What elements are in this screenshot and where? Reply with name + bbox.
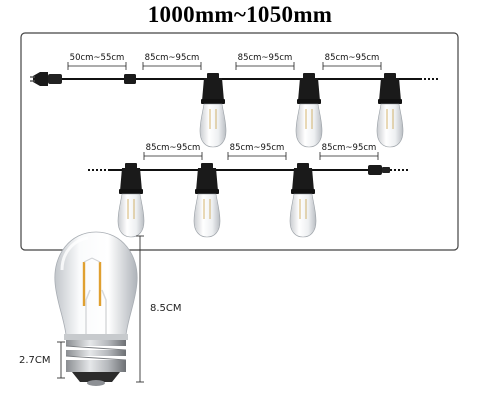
dim-row1-a: [142, 62, 202, 70]
dim-row1-c: [322, 62, 382, 70]
bulb-row1-2: [295, 72, 323, 148]
bulb-base-label: 2.7CM: [19, 355, 51, 366]
dim-label-row1-c: 85cm~95cm: [325, 53, 380, 63]
total-length-title: 1000mm~1050mm: [147, 2, 333, 27]
diagram-frame: [20, 32, 459, 251]
dim-row1-b: [235, 62, 295, 70]
dim-row1-plug: [67, 62, 127, 70]
dim-label-row2-a: 85cm~95cm: [146, 143, 201, 153]
end-connector-icon: [368, 165, 382, 175]
bulb-row2-1: [117, 162, 145, 238]
height-bracket: [136, 235, 144, 383]
dim-row2-a: [143, 152, 203, 160]
bulb-height-label: 8.5CM: [150, 303, 182, 314]
large-bulb-image: [54, 231, 138, 386]
dim-label-row1-b: 85cm~95cm: [238, 53, 293, 63]
bulb-row1-3: [376, 72, 404, 148]
bulb-row1-1: [199, 72, 227, 148]
dim-label-plug: 50cm~55cm: [70, 53, 125, 63]
cable-row-2: [88, 165, 408, 175]
bulb-row2-2: [193, 162, 221, 238]
cable-row-1: [30, 72, 440, 86]
dim-row2-b: [227, 152, 287, 160]
dim-label-row1-a: 85cm~95cm: [145, 53, 200, 63]
base-bracket: [57, 341, 65, 379]
dim-row2-c: [319, 152, 379, 160]
bulb-row2-3: [289, 162, 317, 238]
plug-icon: [33, 72, 48, 86]
dim-label-row2-b: 85cm~95cm: [230, 143, 285, 153]
dim-label-row2-c: 85cm~95cm: [322, 143, 377, 153]
